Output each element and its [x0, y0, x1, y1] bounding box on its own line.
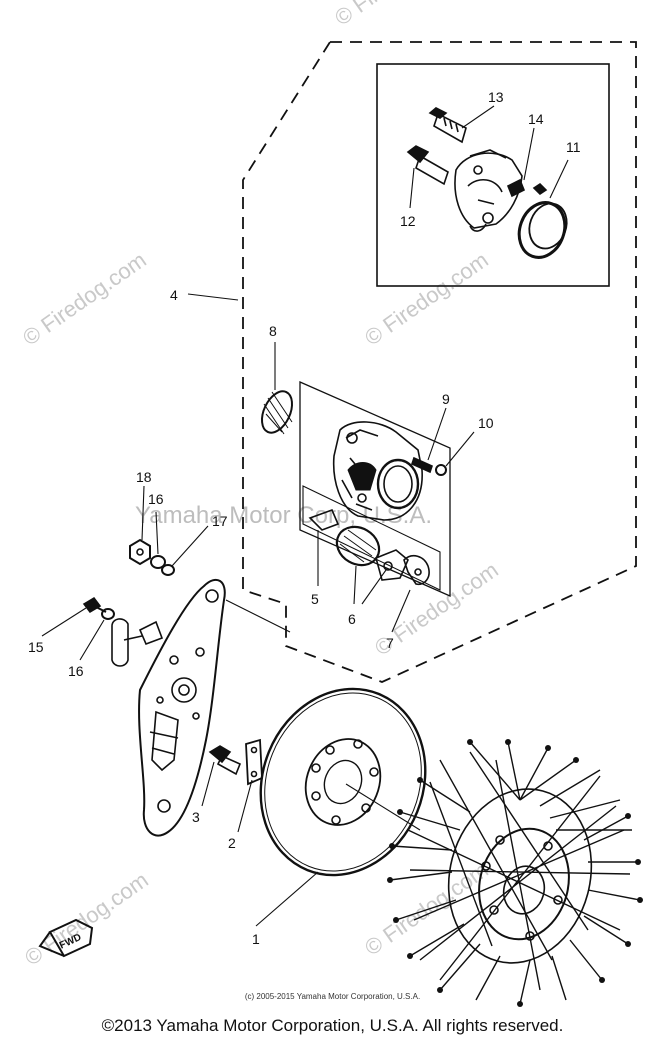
label-8: 8 — [269, 323, 277, 339]
label-12: 12 — [400, 213, 416, 229]
washer-17-shape — [161, 564, 175, 576]
label-11: 11 — [566, 139, 581, 155]
assembly-boundary — [242, 41, 637, 683]
inset-frame — [376, 63, 610, 287]
brake-disc-1-shape — [259, 687, 427, 877]
label-2: 2 — [228, 835, 236, 851]
label-14: 14 — [528, 111, 544, 127]
part-labels: 1 2 3 4 5 6 7 8 9 10 11 12 13 14 15 16 1… — [28, 89, 581, 952]
label-16-lower: 16 — [68, 663, 84, 679]
label-18: 18 — [136, 469, 152, 485]
bolt-15-shape — [82, 596, 107, 614]
washer-16-upper-shape — [150, 555, 166, 569]
label-7: 7 — [386, 635, 394, 651]
nut-18-shape — [129, 538, 151, 566]
bleed-screw-9-shape — [411, 456, 433, 474]
label-6: 6 — [348, 611, 356, 627]
inset-caliper-shape — [454, 149, 523, 232]
label-13: 13 — [488, 89, 504, 105]
leader-lines — [41, 105, 569, 927]
wheel-spokes-shape — [389, 741, 641, 1005]
cap-10-shape — [435, 464, 447, 476]
pad-subframe — [302, 485, 441, 591]
caliper-body-shape — [332, 421, 423, 521]
shim-5-shape — [308, 508, 340, 531]
spoke-nipples-shape — [387, 739, 643, 1007]
cable-clip-shape — [111, 618, 164, 667]
label-4: 4 — [170, 287, 178, 303]
copyright-notice: ©2013 Yamaha Motor Corporation, U.S.A. A… — [101, 1016, 564, 1035]
label-16-upper: 16 — [148, 491, 164, 507]
label-1: 1 — [252, 931, 260, 947]
seal-kit-11-shape — [517, 201, 568, 259]
fwd-arrow-shape — [38, 918, 94, 958]
bleed-screw-14-shape — [506, 178, 548, 198]
piston-seal-8-shape — [260, 390, 294, 435]
washer-16-lower-shape — [101, 608, 115, 620]
caliper-subframe — [299, 381, 451, 597]
bolt-3-shape — [208, 745, 242, 776]
label-9: 9 — [442, 391, 450, 407]
pad-plate-7-shape — [375, 549, 430, 586]
bolt-13-shape — [428, 107, 467, 144]
copyright-small: (c) 2005-2015 Yamaha Motor Corporation, … — [244, 992, 421, 1001]
label-15: 15 — [28, 639, 44, 655]
label-10: 10 — [478, 415, 494, 431]
lock-plate-2-shape — [245, 738, 263, 786]
label-5: 5 — [311, 591, 319, 607]
caliper-bracket-shape — [138, 578, 226, 837]
label-3: 3 — [192, 809, 200, 825]
bolt-12-shape — [406, 145, 449, 186]
label-17: 17 — [212, 513, 228, 529]
